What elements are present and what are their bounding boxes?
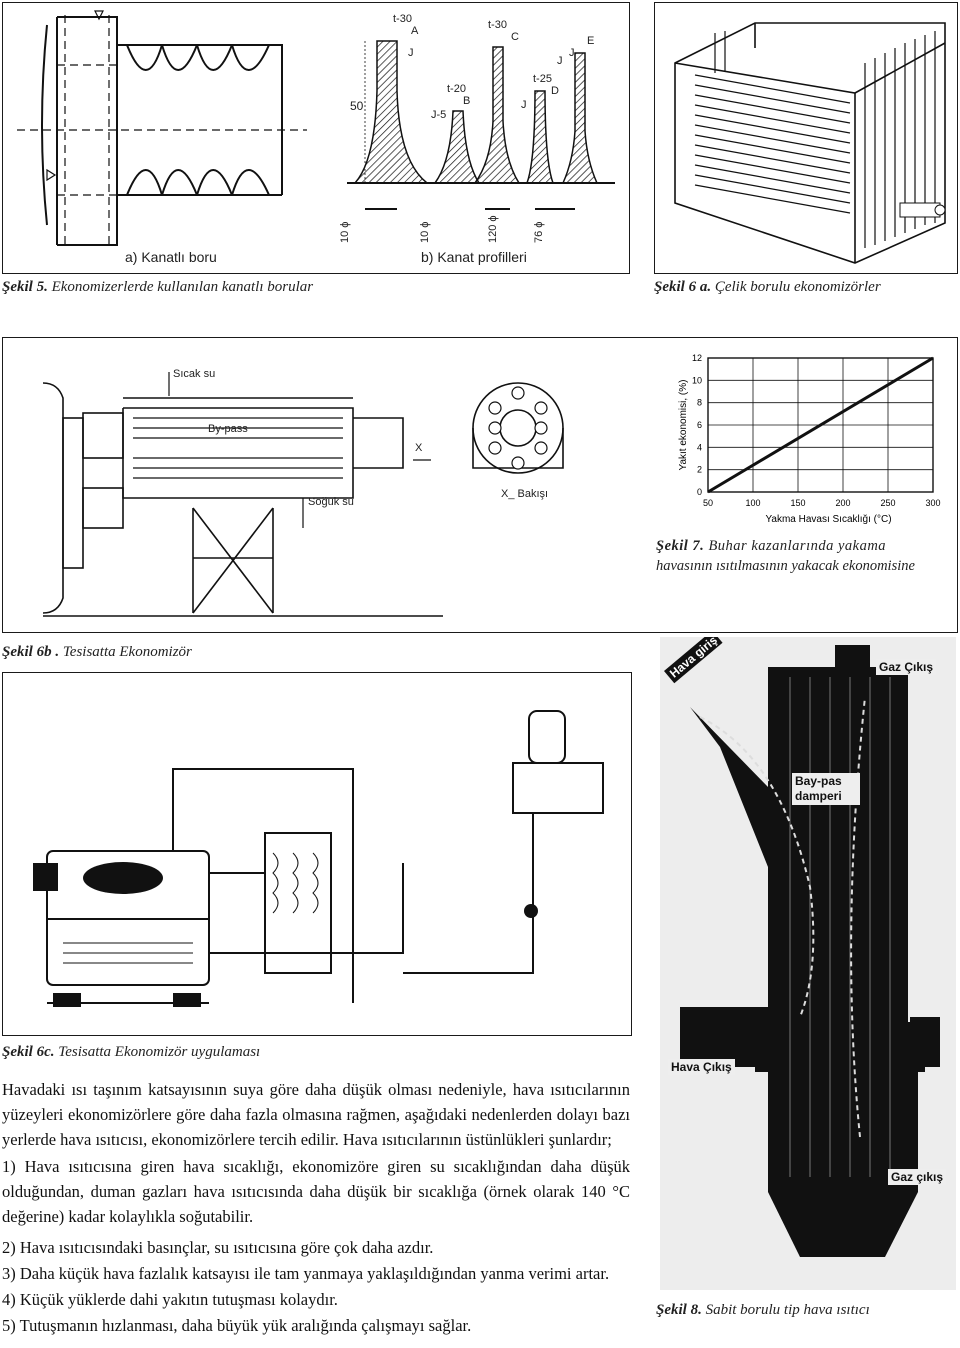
label-dia-2: 10 ϕ xyxy=(419,221,431,243)
label-x: X xyxy=(415,442,423,454)
caption-fig6a-label: Şekil 6 a. xyxy=(654,279,712,295)
label-dia-3: 120 ϕ xyxy=(487,215,499,243)
y-tick-label: 6 xyxy=(697,420,702,430)
fin-profiles-drawing xyxy=(347,40,615,210)
figure-6a-panel xyxy=(654,2,958,274)
caption-fig6b: Şekil 6b . Tesisatta Ekonomizör xyxy=(2,644,192,661)
label-hot-water: Sıcak su xyxy=(173,368,216,380)
caption-fig6c-label: Şekil 6c. xyxy=(2,1044,55,1060)
body-item-3: 3) Daha küçük hava fazlalık katsayısı il… xyxy=(2,1264,610,1283)
figure-6c-panel xyxy=(2,672,632,1036)
label-E: E xyxy=(587,35,595,47)
label-J4: J xyxy=(569,47,575,59)
body-item-4: 4) Küçük yüklerde dahi yakıtın tutuşması… xyxy=(2,1290,338,1309)
label-bypass-damper: Bay-pas damperi xyxy=(792,773,860,805)
y-axis-label: Yakıt ekonomisi, (%) xyxy=(678,380,689,471)
label-air-outlet: Hava Çıkış xyxy=(668,1059,735,1075)
x-tick-label: 250 xyxy=(880,498,895,508)
body-item-2: 2) Hava ısıtıcısındaki basınçlar, su ısı… xyxy=(2,1238,434,1257)
x-tick-label: 200 xyxy=(835,498,850,508)
label-J2: J xyxy=(521,99,527,111)
x-tick-label: 150 xyxy=(790,498,805,508)
y-tick-label: 2 xyxy=(697,465,702,475)
label-t30-a: t-30 xyxy=(393,13,412,25)
label-dia-4: 76 ϕ xyxy=(533,221,545,243)
caption-fig5-text: Ekonomizerlerde kullanılan kanatlı borul… xyxy=(51,279,314,295)
y-tick-label: 12 xyxy=(692,353,702,363)
caption-fig6c-text: Tesisatta Ekonomizör uygulaması xyxy=(58,1044,261,1060)
y-tick-label: 10 xyxy=(692,375,702,385)
body-text: Havadaki ısı taşınım katsayısının suya g… xyxy=(2,1077,630,1338)
caption-fig6b-label: Şekil 6b . xyxy=(2,644,60,660)
caption-fig8-text: Sabit borulu tip hava ısıtıcı xyxy=(705,1302,870,1318)
label-x-view: X_ Bakışı xyxy=(501,488,549,500)
caption-fig7-line2: havasının ısıtılmasının yakacak ekonomis… xyxy=(656,558,915,575)
sub-caption-b: b) Kanat profilleri xyxy=(421,249,527,265)
figure-6b-panel: Sıcak su By-pass Soğuk su X_ Bakışı X 50… xyxy=(2,337,958,633)
sub-caption-a: a) Kanatlı boru xyxy=(125,249,217,265)
caption-fig5-label: Şekil 5. xyxy=(2,279,48,295)
body-item-1: 1) Hava ısıtıcısına giren hava sıcaklığı… xyxy=(2,1157,630,1226)
label-50: 50 xyxy=(350,99,364,113)
label-J3: J xyxy=(557,55,563,67)
caption-fig5: Şekil 5. Ekonomizerlerde kullanılan kana… xyxy=(2,279,313,296)
label-bypass: By-pass xyxy=(208,423,248,435)
caption-fig8-label: Şekil 8. xyxy=(656,1302,702,1318)
x-tick-label: 50 xyxy=(703,498,713,508)
label-A: A xyxy=(411,25,419,37)
label-D: D xyxy=(551,85,559,97)
caption-fig8: Şekil 8. Sabit borulu tip hava ısıtıcı xyxy=(656,1302,870,1319)
label-gas-inlet: Gaz çıkış xyxy=(888,1169,947,1185)
caption-fig7-text-2: havasının ısıtılmasının yakacak ekonomis… xyxy=(656,558,915,574)
figure-5-panel: a) Kanatlı boru t-30 A J 50 t-20 B J-5 t… xyxy=(2,2,630,274)
label-B: B xyxy=(463,95,471,107)
caption-fig7: Şekil 7. Buhar kazanlarında yakama xyxy=(656,538,886,555)
y-tick-label: 0 xyxy=(697,487,702,497)
fixed-tube-air-heater-drawing xyxy=(660,637,956,1290)
body-item-5: 5) Tutuşmanın hızlanması, daha büyük yük… xyxy=(2,1316,472,1335)
label-dia-1: 10 ϕ xyxy=(339,221,351,243)
label-cold-water: Soğuk su xyxy=(308,496,354,508)
finned-tube-drawing xyxy=(17,10,307,246)
x-axis-label: Yakma Havası Sıcaklığı (°C) xyxy=(765,514,891,525)
label-J1: J xyxy=(408,47,414,59)
x-tick-label: 300 xyxy=(925,498,940,508)
caption-fig6a: Şekil 6 a. Çelik borulu ekonomizörler xyxy=(654,279,881,296)
y-tick-label: 8 xyxy=(697,398,702,408)
x-tick-label: 100 xyxy=(745,498,760,508)
label-t20: t-20 xyxy=(447,83,466,95)
y-tick-label: 4 xyxy=(697,442,702,452)
label-C: C xyxy=(511,31,519,43)
label-t30-c: t-30 xyxy=(488,19,507,31)
caption-fig6a-text: Çelik borulu ekonomizörler xyxy=(714,279,881,295)
caption-fig7-label: Şekil 7. xyxy=(656,538,705,554)
steel-tube-economizer-drawing xyxy=(674,22,946,264)
economizer-application-drawing xyxy=(33,710,604,1007)
label-J5: J-5 xyxy=(431,109,447,121)
body-intro: Havadaki ısı taşınım katsayısının suya g… xyxy=(2,1080,630,1149)
series-line xyxy=(707,356,934,494)
caption-fig7-text-1: Buhar kazanlarında yakama xyxy=(708,538,887,554)
label-t25: t-25 xyxy=(533,73,552,85)
caption-fig6b-text: Tesisatta Ekonomizör xyxy=(62,644,192,660)
caption-fig6c: Şekil 6c. Tesisatta Ekonomizör uygulamas… xyxy=(2,1044,260,1061)
figure-8-panel: Hava giriş Gaz Çıkış Bay-pas damperi Hav… xyxy=(660,637,956,1290)
label-gas-outlet-top: Gaz Çıkış xyxy=(876,659,937,675)
installed-economizer-drawing xyxy=(42,372,564,617)
